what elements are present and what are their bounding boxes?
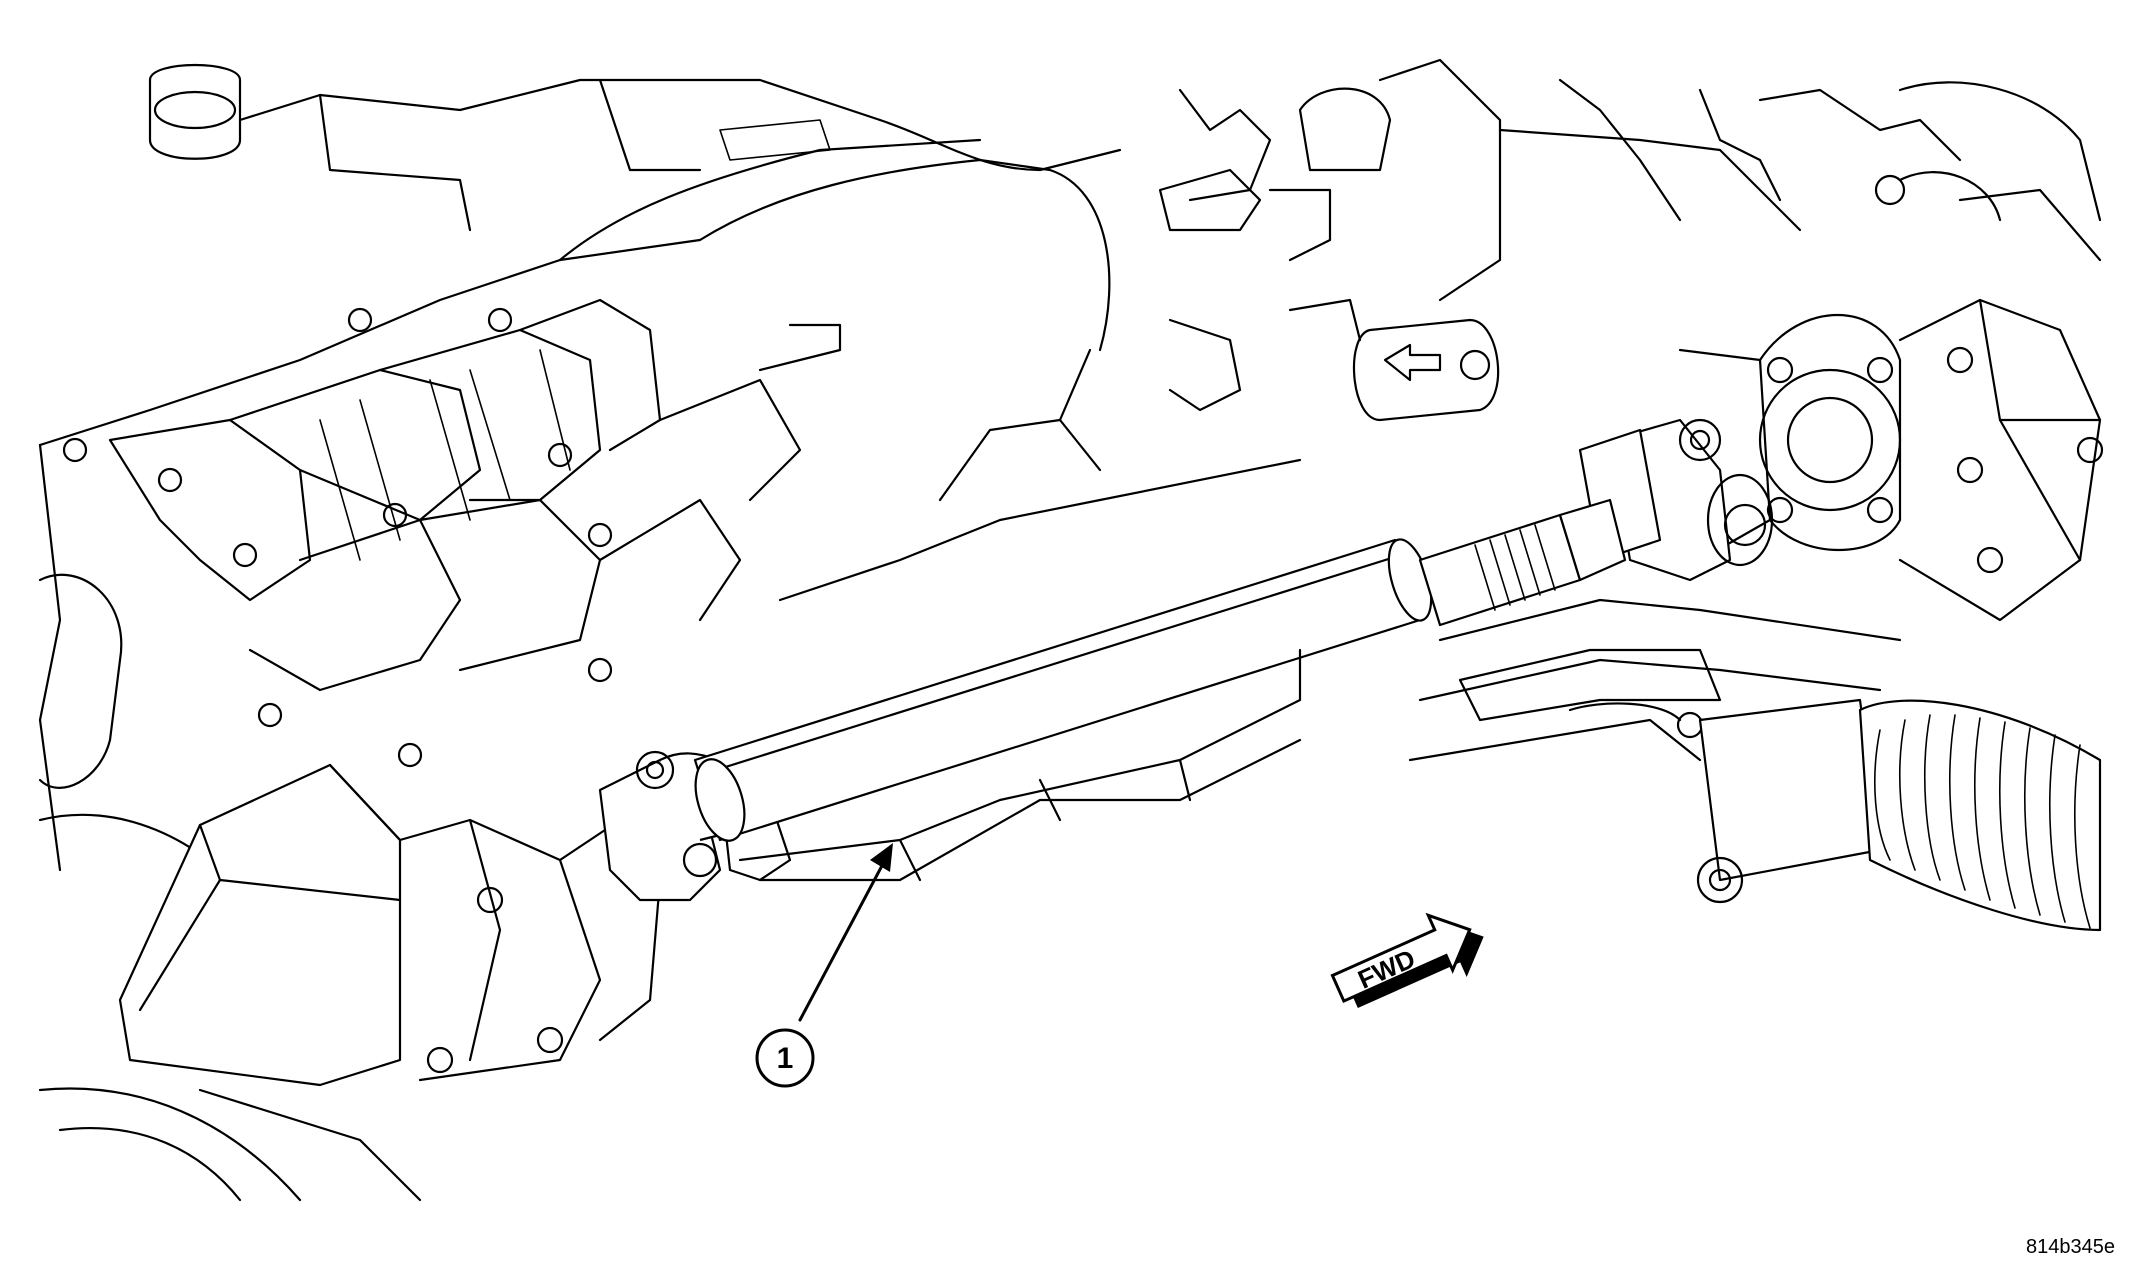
callout-leader-arrow [798, 843, 893, 1022]
callout-1-number: 1 [777, 1042, 794, 1075]
fwd-direction-badge: FWD [1330, 912, 1484, 1008]
frame-crossmember [1408, 598, 1902, 762]
transfer-case-cover [38, 763, 662, 1202]
driveshaft [693, 498, 1627, 842]
steering-gear-boot [1696, 698, 2102, 932]
front-axle-assembly [1678, 298, 2104, 622]
upper-body-structure [148, 58, 2102, 302]
transmission-housing [38, 138, 1111, 1002]
callout-1: 1 [755, 1028, 815, 1088]
figure-code: 814b345e [2026, 1236, 2115, 1258]
driveshaft-heat-shield [738, 348, 1302, 882]
bracket-with-arrow [758, 298, 1500, 422]
